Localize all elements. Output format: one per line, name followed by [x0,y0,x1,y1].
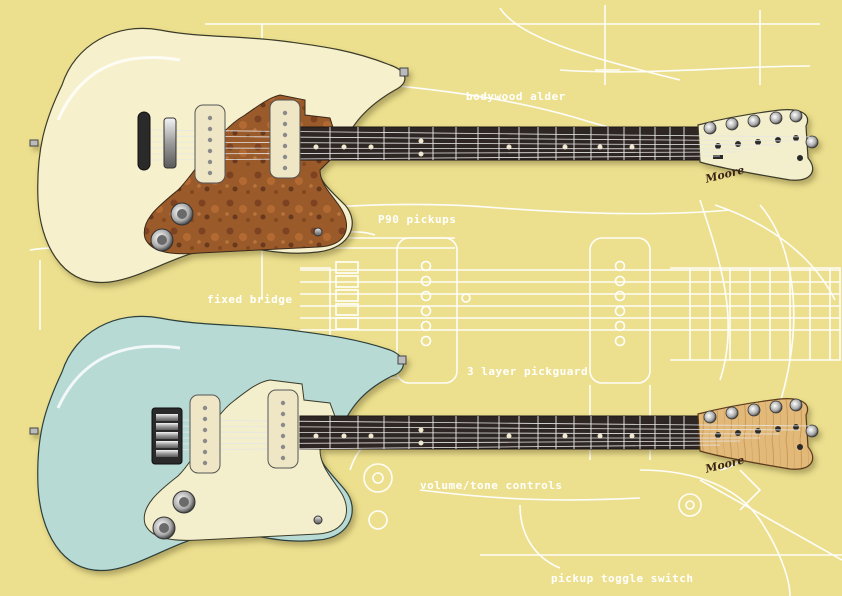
guitar-top-cream [29,27,819,284]
tuners [703,398,819,438]
annotation-pickups: P90 pickups [378,213,457,226]
annotation-toggle-switch: pickup toggle switch [551,572,694,585]
control-knobs [152,490,323,540]
bridge-tailpiece [137,111,151,171]
p90-pickups [189,389,299,474]
annotation-bodywood: bodywood alder [466,90,566,103]
fixed-bridge [151,407,183,465]
blueprint-bridge [335,260,626,347]
annotation-controls: volume/tone controls [420,479,563,492]
annotation-bridge: fixed bridge [207,293,293,306]
guitar-bottom-seafoam [29,315,819,572]
control-knobs [150,202,323,252]
annotation-pickguard: 3 layer pickguard [467,365,589,378]
p90-pickups [194,99,301,184]
tuners [703,109,819,149]
